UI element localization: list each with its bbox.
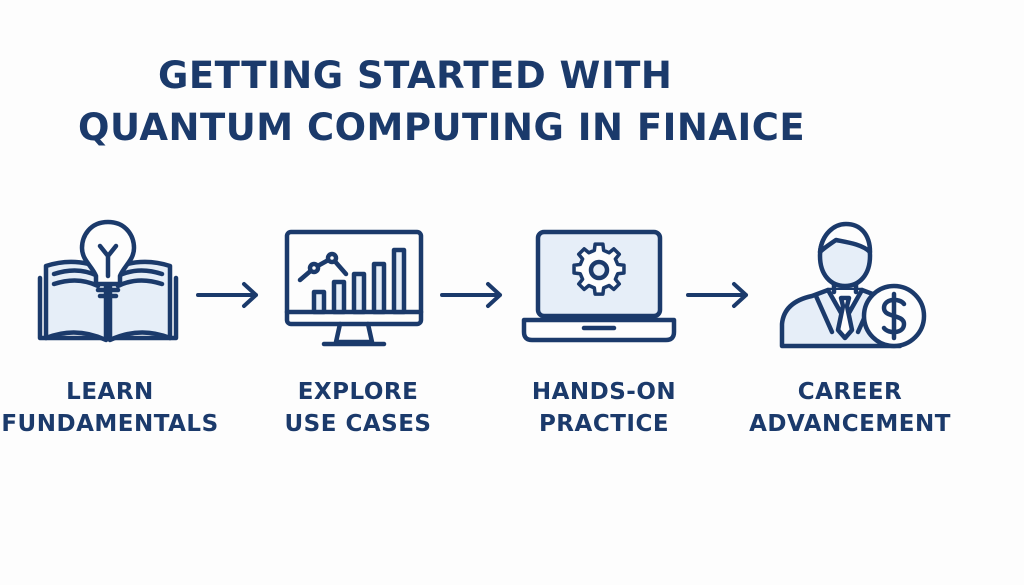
arrow-icon (440, 280, 504, 314)
laptop-gear-icon (520, 228, 678, 346)
step-label-line: PRACTICE (538, 411, 670, 437)
step-label-career: CAREER ADVANCEMENT (720, 376, 980, 440)
businessman-dollar-icon (776, 220, 928, 352)
step-label-line: USE CASES (284, 411, 432, 437)
step-label-learn: LEARN FUNDAMENTALS (0, 376, 240, 440)
step-label-line: FUNDAMENTALS (1, 411, 219, 437)
diagram-title: GETTING STARTED WITH QUANTUM COMPUTING I… (0, 50, 1024, 154)
arrow-icon (196, 280, 260, 314)
arrow-icon (686, 280, 750, 314)
title-line-1: GETTING STARTED WITH (158, 54, 673, 97)
monitor-chart-icon (284, 228, 424, 352)
step-label-line: ADVANCEMENT (749, 411, 951, 437)
step-label-line: CAREER (797, 379, 903, 405)
step-label-explore: EXPLORE USE CASES (228, 376, 488, 440)
step-label-line: LEARN (66, 379, 154, 405)
step-label-hands-on: HANDS-ON PRACTICE (474, 376, 734, 440)
title-line-2: QUANTUM COMPUTING IN FINAICE (78, 106, 806, 149)
book-lightbulb-icon (36, 216, 180, 344)
step-label-line: EXPLORE (297, 379, 419, 405)
step-label-line: HANDS-ON (531, 379, 677, 405)
